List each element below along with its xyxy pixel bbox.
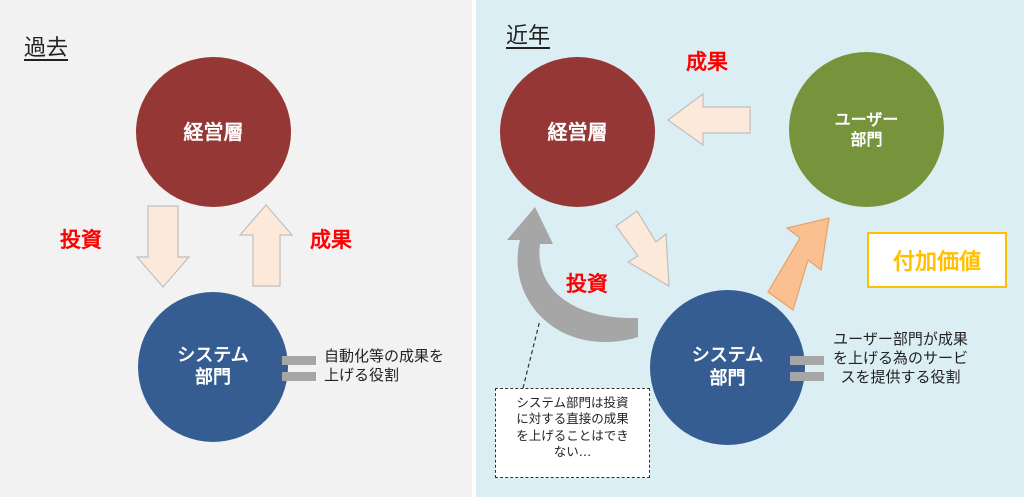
past-equals-top (282, 356, 316, 365)
recent-title: 近年 (506, 24, 551, 49)
recent-system-department-circle: システム 部門 (650, 290, 805, 445)
recent-invest-label: 投資 (566, 272, 608, 296)
curved-return-arrow (507, 207, 638, 343)
past-system-department-circle: システム 部門 (138, 292, 288, 442)
invest-arrow-diagonal (615, 210, 670, 288)
callout-leader (522, 319, 541, 389)
invest-arrow-down (135, 205, 191, 288)
recent-role-note: ユーザー部門が成果 を上げる為のサービ スを提供する役割 (833, 330, 969, 386)
past-role-note: 自動化等の成果を 上げる役割 (324, 347, 445, 384)
past-result-label: 成果 (310, 228, 352, 252)
past-invest-label: 投資 (60, 228, 102, 252)
recent-result-label: 成果 (686, 50, 728, 74)
past-management-circle: 経営層 (136, 57, 291, 207)
recent-equals-top (790, 356, 824, 365)
past-equals-bottom (282, 372, 316, 381)
callout-box: システム部門は投資 に対する直接の成果 を上げることはでき ない… (495, 388, 650, 478)
user-department-circle: ユーザー 部門 (789, 52, 944, 207)
added-value-box: 付加価値 (867, 232, 1007, 288)
result-arrow-up (238, 204, 294, 287)
past-title: 過去 (24, 36, 69, 61)
recent-management-circle: 経営層 (500, 57, 655, 207)
result-arrow-left (666, 92, 751, 147)
recent-equals-bottom (790, 372, 824, 381)
added-value-arrow (767, 217, 830, 311)
